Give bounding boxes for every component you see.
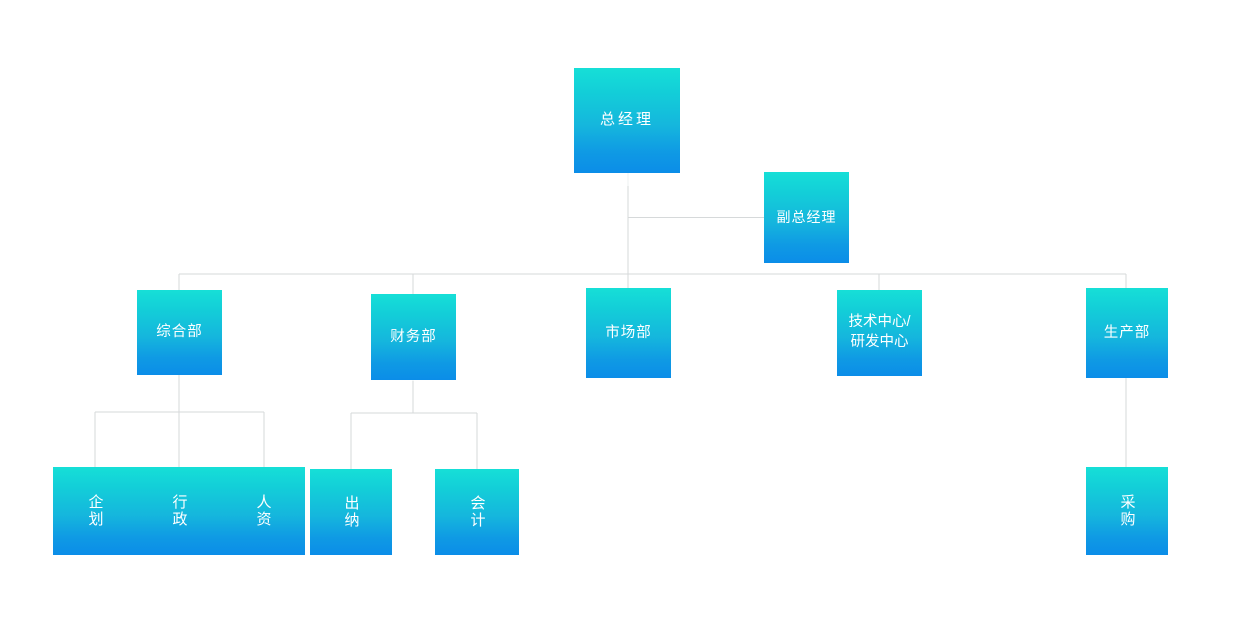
node-finance-dept-label: 财务部	[390, 328, 437, 345]
node-procurement[interactable]: 采购	[1086, 467, 1168, 555]
node-marketing-dept-label: 市场部	[605, 324, 652, 341]
node-administration-label: 行政	[170, 494, 188, 528]
leaf-group-general-affairs: 企划 行政 人资	[53, 467, 305, 555]
node-general-affairs-dept-label: 综合部	[156, 324, 203, 341]
node-accounting-label: 会计	[468, 495, 486, 529]
node-human-resources-label: 人资	[254, 494, 272, 528]
node-general-manager[interactable]: 总经理	[574, 68, 680, 173]
node-deputy-general-manager-label: 副总经理	[776, 208, 837, 225]
node-procurement-label: 采购	[1118, 494, 1136, 528]
node-production-dept[interactable]: 生产部	[1086, 288, 1168, 378]
node-administration[interactable]: 行政	[137, 467, 221, 555]
node-human-resources[interactable]: 人资	[221, 467, 305, 555]
node-planning-label: 企划	[86, 494, 104, 528]
node-cashier-label: 出纳	[342, 495, 360, 529]
node-production-dept-label: 生产部	[1103, 324, 1151, 341]
node-cashier[interactable]: 出纳	[310, 469, 392, 555]
node-general-manager-label: 总经理	[599, 111, 654, 129]
node-accounting[interactable]: 会计	[435, 469, 519, 555]
node-deputy-general-manager[interactable]: 副总经理	[764, 172, 849, 263]
node-technology-rd-center[interactable]: 技术中心/ 研发中心	[837, 290, 922, 376]
node-planning[interactable]: 企划	[53, 467, 137, 555]
node-finance-dept[interactable]: 财务部	[371, 294, 456, 380]
node-technology-rd-center-label: 技术中心/ 研发中心	[848, 314, 911, 350]
node-general-affairs-dept[interactable]: 综合部	[137, 290, 222, 375]
node-marketing-dept[interactable]: 市场部	[586, 288, 671, 378]
